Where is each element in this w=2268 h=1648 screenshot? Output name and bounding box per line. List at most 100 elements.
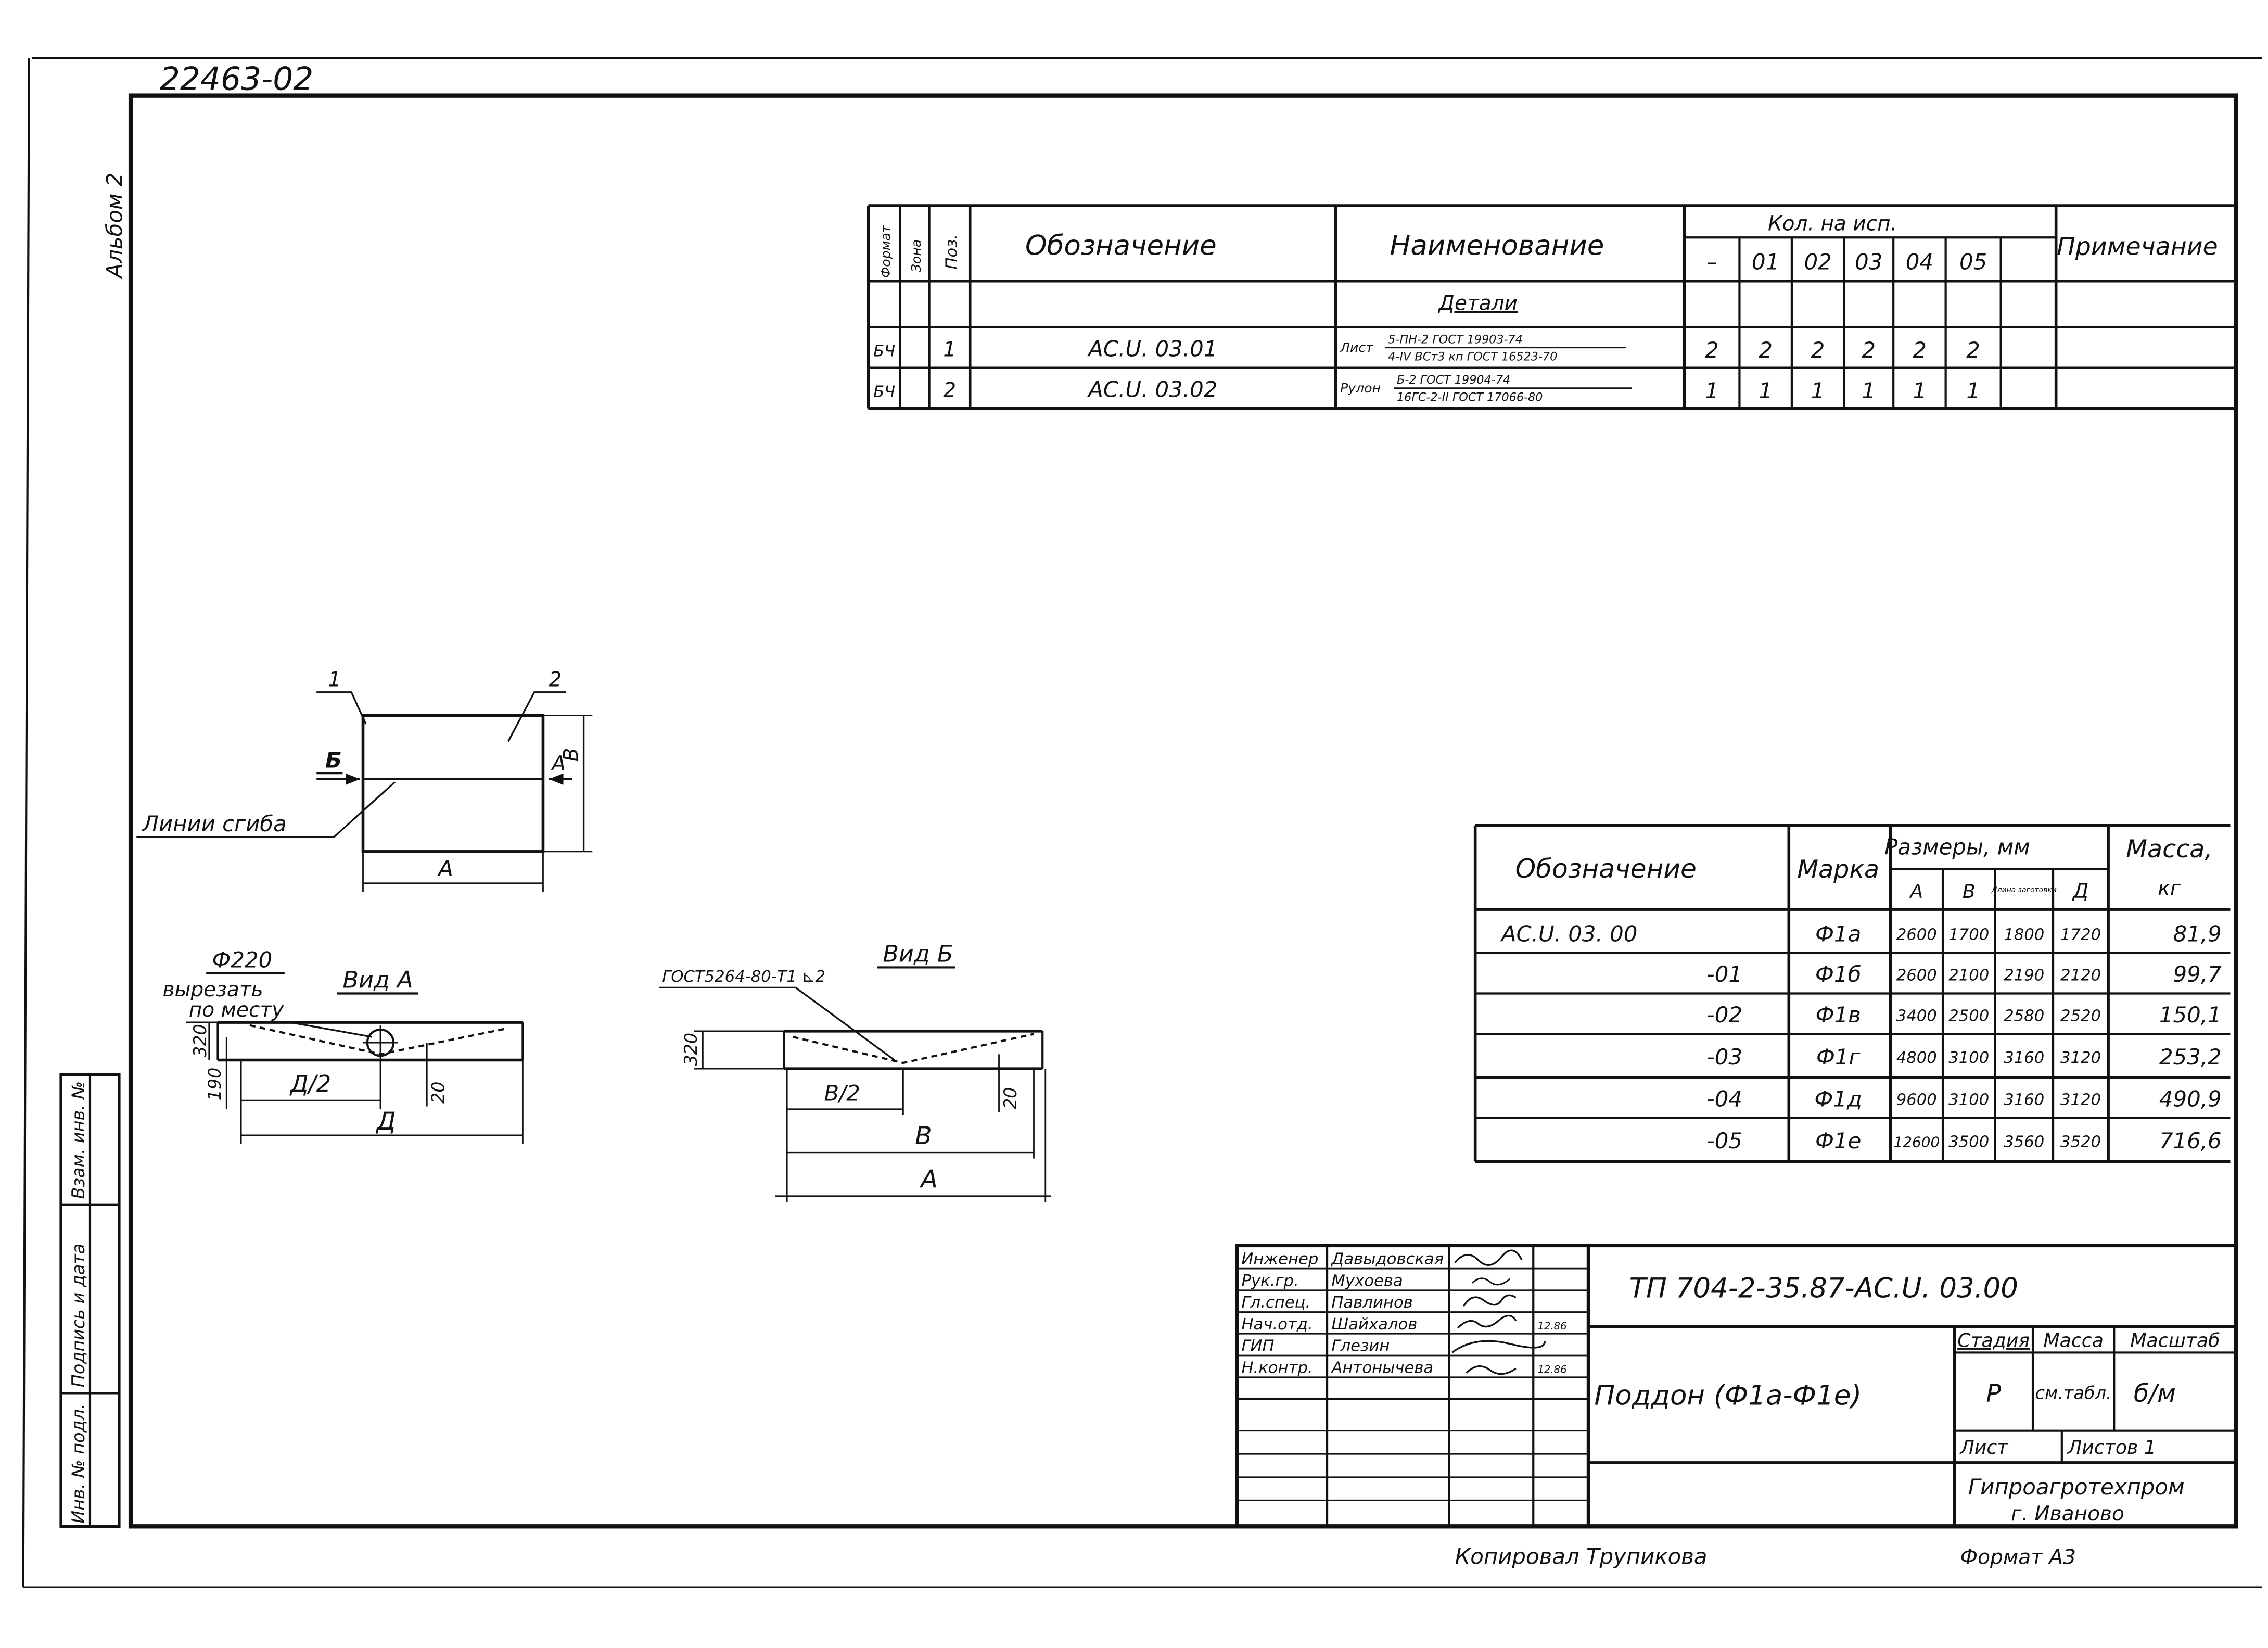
sizes-row-blank: 2580 [2004,1007,2044,1025]
leader-1-label: 1 [328,668,341,692]
spec-row-name-top: 5-ПН-2 ГОСТ 19903-74 [1388,333,1523,346]
spec-header-designation: Обозначение [1025,230,1217,262]
spec-header-zone: Зона [909,239,924,272]
sizes-row-mark: Ф1б [1815,961,1861,987]
view-a: Вид А Ф220 вырезать по месту 320 190 Д/2… [162,947,524,1144]
spec-variant: 04 [1906,249,1933,275]
sizes-row-b: 3500 [1948,1133,1989,1151]
sizes-row-designation: -01 [1707,961,1742,987]
view-a-dim-320: 320 [190,1024,210,1057]
hole-leader [290,1021,372,1038]
sizes-row-mark: Ф1в [1816,1002,1861,1028]
view-b-dim-b: В [915,1122,932,1150]
tb-role: Н.контр. [1241,1359,1313,1377]
view-a-dim-190: 190 [205,1068,225,1101]
tb-role: Гл.спец. [1241,1294,1310,1312]
sizes-row-mark: Ф1г [1816,1044,1861,1070]
sizes-row-designation: -02 [1707,1002,1742,1028]
spec-row-qty: 1 [1759,378,1773,403]
sizes-row-blank: 2190 [2004,967,2044,985]
plan-sheet-outline [361,714,545,853]
sizes-row-b: 2500 [1948,1007,1989,1025]
spec-row-qty: 2 [1913,337,1927,363]
tb-scale-label: Масштаб [2130,1329,2220,1351]
weld-leader [795,987,895,1061]
view-b-arrowhead [346,773,360,785]
sizes-row-b: 2100 [1948,967,1989,985]
spec-row-qty: 2 [1811,337,1825,363]
spec-row-pos: 1 [943,338,956,361]
sizes-row-mark: Ф1е [1815,1128,1861,1153]
sizes-row-a: 9600 [1896,1091,1937,1109]
signature-3 [1457,1314,1517,1329]
spec-header-note: Примечание [2057,233,2218,261]
view-b: Вид Б ГОСТ5264-80-Т1 ⊾2 320 В/2 20 В А [659,940,1051,1202]
spec-row-qty: 1 [1811,378,1825,403]
sizes-row-d: 1720 [2060,926,2101,944]
spec-row-designation: АС.U. 03.02 [1087,376,1217,402]
sizes-row-d: 2520 [2060,1007,2101,1025]
sizes-row-d: 2120 [2060,967,2101,985]
sizes-header-blank: Длина заготовки [1991,886,2057,894]
tb-date: 12.86 [1538,1320,1567,1332]
side-stamp: Взам. инв. № Подпись и дата Инв. № подл. [59,1073,121,1528]
drawing-number: 22463-02 [160,61,313,98]
spec-variant: – [1706,249,1717,275]
view-a-dim-half: Д/2 [289,1071,331,1098]
side-stamp-sign-date: Подпись и дата [68,1244,88,1387]
view-b-dim-320: 320 [681,1033,701,1066]
spec-row-qty: 1 [1862,378,1876,403]
copied-by: Копировал Трупикова [1455,1544,1708,1569]
sizes-header-mass: Масса, [2126,835,2212,864]
dim-a-label: А [437,856,453,881]
sizes-row-mass: 253,2 [2159,1044,2222,1070]
signature-0 [1454,1249,1523,1266]
view-b-slope [792,1033,1034,1064]
outer-frame-left [22,58,30,1588]
tb-staff-name: Шайхалов [1331,1315,1417,1334]
spec-header-pos: Поз. [943,234,961,270]
spec-row-qty: 2 [1759,337,1773,363]
weld-note: ГОСТ5264-80-Т1 ⊾2 [662,968,825,986]
cut-note-1: вырезать [162,978,263,1002]
sizes-row-blank: 3160 [2004,1049,2044,1067]
spec-row-name-prefix: Лист [1340,340,1374,355]
spec-section-title: Детали [1437,291,1518,315]
sizes-header-d: Д [2072,880,2089,903]
title-block: Инженер Давыдовская Рук.гр. Мухоева Гл.с… [1235,1244,2238,1528]
sizes-header-designation: Обозначение [1515,853,1697,884]
tb-sheets-label: Листов 1 [2067,1436,2156,1459]
view-a-dim-full: Д [376,1107,396,1136]
tb-staff-name: Глезин [1331,1337,1390,1355]
bend-label: Линии сгиба [141,811,286,836]
sizes-row-mark: Ф1а [1815,921,1861,946]
tb-stage-label: Стадия [1957,1329,2030,1351]
sizes-row-designation: -05 [1707,1128,1742,1153]
spec-row-qty: 2 [1862,337,1876,363]
view-a-title: Вид А [342,966,413,993]
view-b-dim-a: А [919,1165,937,1194]
tb-mass: см.табл. [2035,1383,2112,1403]
tb-org: Гипроагротехпром [1968,1474,2185,1500]
spec-row-qty: 2 [1966,337,1980,363]
sizes-row-designation: -03 [1707,1044,1742,1070]
spec-row-format: БЧ [873,342,895,360]
tb-mass-label: Масса [2043,1329,2104,1351]
sizes-header-dims: Размеры, мм [1884,834,2030,859]
sizes-row-d: 3520 [2060,1133,2101,1151]
spec-row-qty: 1 [1966,378,1980,403]
tb-staff-name: Давыдовская [1330,1250,1444,1269]
spec-header-qty: Кол. на исп. [1768,212,1897,235]
view-a-dim-20: 20 [428,1081,449,1103]
sheet-frame [22,57,2262,1588]
view-a-arrow-label: А [550,752,566,776]
view-b-arrow-label: Б [325,747,342,773]
spec-variant: 05 [1959,249,1987,275]
spec-row-name-bottom: 4-IV ВСт3 кп ГОСТ 16523-70 [1388,350,1557,364]
tb-staff-name: Антонычева [1330,1359,1433,1377]
tb-scale: б/м [2134,1379,2176,1408]
sizes-row-a: 2600 [1896,926,1937,944]
sizes-row-designation: -04 [1707,1086,1742,1112]
spec-header-format: Формат [878,224,893,278]
